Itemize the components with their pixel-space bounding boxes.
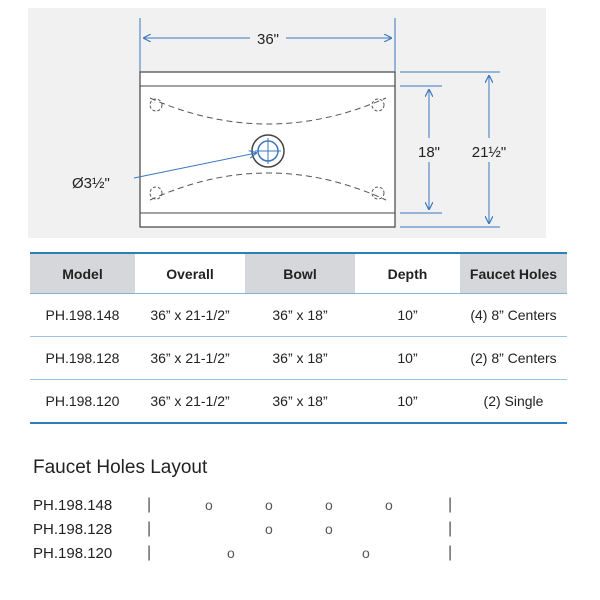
header-depth: Depth (355, 252, 460, 294)
bowl-curve-bottom (149, 172, 387, 201)
faucet-hole-icon: o (227, 545, 235, 561)
faucet-hole-icon: o (325, 521, 333, 537)
width-label-bg (250, 28, 286, 48)
layout-row-ph198148: PH.198.148 | o o o o | (33, 496, 473, 519)
layout-model: PH.198.148 (33, 497, 113, 514)
faucet-hole-icon: o (362, 545, 370, 561)
faucet-layout-title: Faucet Holes Layout (33, 457, 208, 478)
header-model: Model (30, 252, 135, 294)
overall-depth-label: 21½" (472, 144, 507, 161)
cell-faucet-holes: (2) 8” Centers (460, 336, 567, 380)
layout-left-bar: | (147, 496, 152, 513)
drain-diameter-label: Ø3½" (72, 175, 110, 192)
cell-overall: 36” x 21-1/2” (135, 379, 245, 424)
table-row: PH.198.120 36” x 21-1/2” 36” x 18” 10” (… (30, 379, 567, 424)
layout-row-ph198128: PH.198.128 | o o | (33, 520, 473, 543)
faucet-hole-icon: o (265, 521, 273, 537)
cell-model: PH.198.120 (30, 379, 135, 424)
faucet-hole-icon: o (325, 497, 333, 513)
faucet-hole-icon: o (265, 497, 273, 513)
cell-model: PH.198.128 (30, 336, 135, 380)
cell-overall: 36” x 21-1/2” (135, 336, 245, 380)
layout-model: PH.198.128 (33, 521, 113, 538)
faucet-hole-icon: o (385, 497, 393, 513)
cell-depth: 10” (355, 293, 460, 337)
cell-bowl: 36” x 18” (245, 293, 355, 337)
bowl-curve-top (149, 97, 387, 125)
cell-depth: 10” (355, 336, 460, 380)
cell-bowl: 36” x 18” (245, 336, 355, 380)
cell-bowl: 36” x 18” (245, 379, 355, 424)
cell-depth: 10” (355, 379, 460, 424)
cell-faucet-holes: (4) 8” Centers (460, 293, 567, 337)
header-bowl: Bowl (245, 252, 355, 294)
bowl-depth-label: 18" (418, 144, 440, 161)
layout-model: PH.198.120 (33, 545, 113, 562)
table-header-row: Model Overall Bowl Depth Faucet Holes (30, 252, 567, 294)
overall-width-label: 36" (257, 31, 279, 48)
header-faucet-holes: Faucet Holes (460, 252, 567, 294)
layout-right-bar: | (448, 520, 453, 537)
spec-table: Model Overall Bowl Depth Faucet Holes PH… (30, 252, 567, 424)
layout-row-ph198120: PH.198.120 | o o | (33, 544, 473, 567)
cell-faucet-holes: (2) Single (460, 379, 567, 424)
table-row: PH.198.148 36” x 21-1/2” 36” x 18” 10” (… (30, 293, 567, 337)
header-overall: Overall (135, 252, 245, 294)
layout-left-bar: | (147, 544, 152, 561)
faucet-hole-icon: o (205, 497, 213, 513)
sink-dimension-drawing: 36" Ø3½" 18" 21½" (28, 8, 546, 238)
corner-hole-bottom-right (371, 186, 385, 200)
layout-right-bar: | (448, 496, 453, 513)
corner-hole-top-right (371, 98, 385, 112)
layout-right-bar: | (448, 544, 453, 561)
drain-leader (133, 153, 256, 179)
layout-left-bar: | (147, 520, 152, 537)
corner-hole-bottom-left (149, 186, 163, 200)
cell-model: PH.198.148 (30, 293, 135, 337)
corner-hole-top-left (149, 98, 163, 112)
cell-overall: 36” x 21-1/2” (135, 293, 245, 337)
table-row: PH.198.128 36” x 21-1/2” 36” x 18” 10” (… (30, 336, 567, 380)
